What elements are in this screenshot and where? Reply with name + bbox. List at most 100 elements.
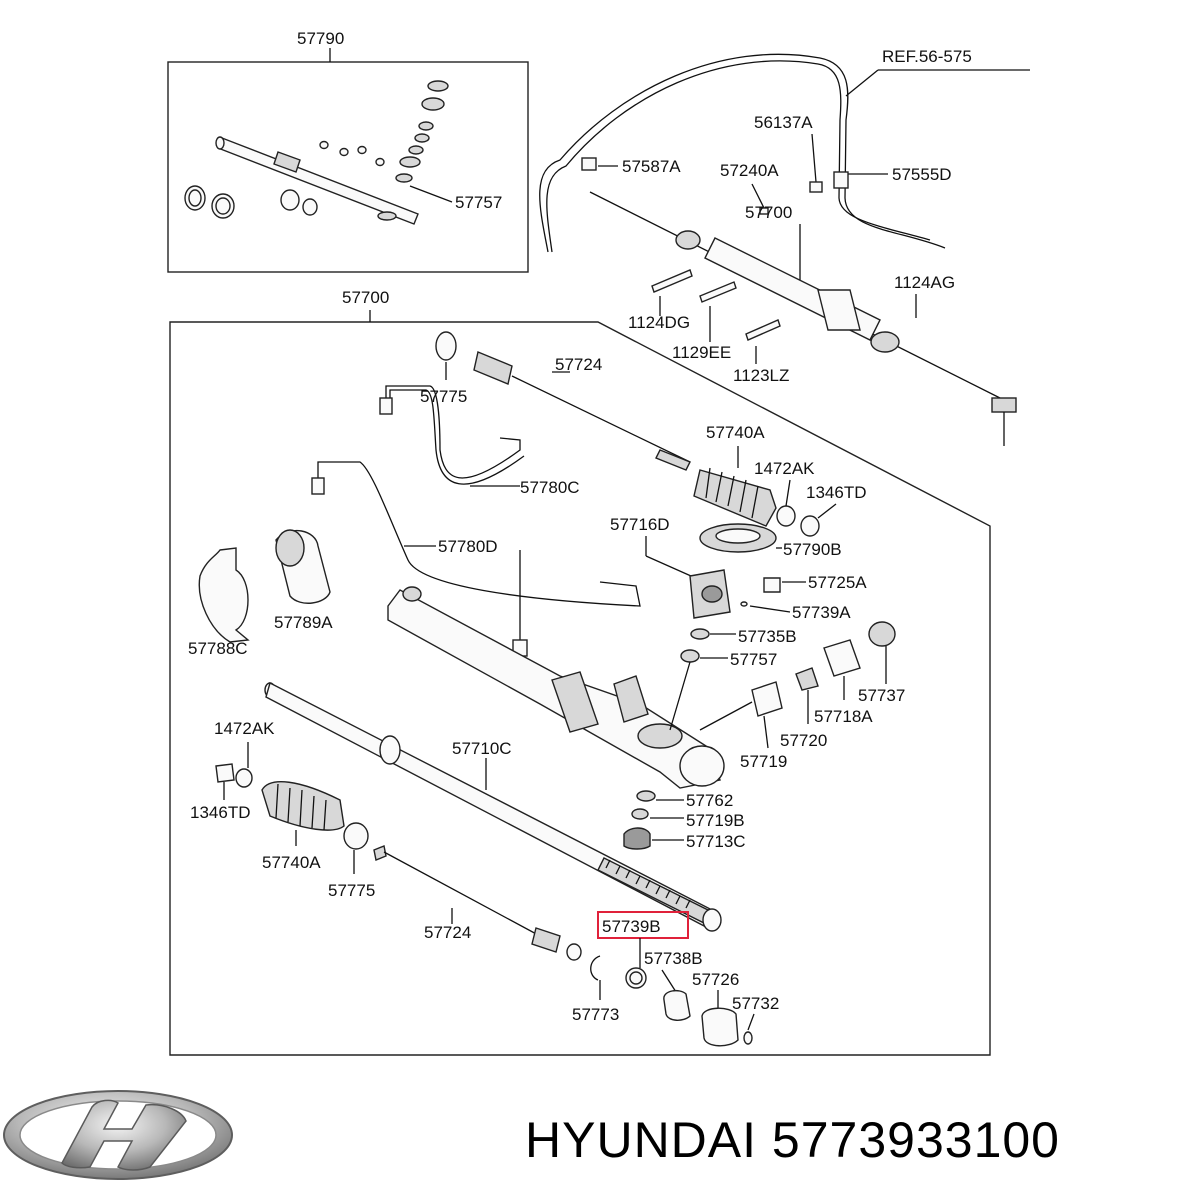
brand-part-number: HYUNDAI 5773933100	[525, 1112, 1060, 1168]
bolt-57725A	[763, 577, 781, 593]
cap-57737	[868, 621, 896, 647]
valve-rod	[215, 136, 419, 225]
label-1346TD-bot: 1346TD	[190, 803, 250, 822]
seal-kit-group: 57790	[167, 29, 529, 273]
o-ring-57732	[743, 1031, 753, 1045]
bracket-57788C	[198, 547, 250, 643]
label-57737: 57737	[858, 686, 905, 705]
label-57780C: 57780C	[520, 478, 580, 497]
seal-57719B	[631, 808, 649, 820]
valve-housing	[689, 523, 777, 619]
bellows-boot-lower	[261, 781, 345, 831]
pipe-57780D	[317, 461, 641, 607]
pipe-57780C-edge	[389, 389, 525, 485]
label-57724-top: 57724	[555, 355, 602, 374]
leader-line	[817, 503, 837, 519]
label-57719: 57719	[740, 752, 787, 771]
tie-rod-upper	[435, 331, 691, 471]
label-ref: REF.56-575	[882, 47, 972, 66]
label-57739B: 57739B	[602, 917, 661, 936]
leader-line	[409, 185, 453, 203]
label-57789A: 57789A	[274, 613, 333, 632]
bushing-57738B	[663, 989, 691, 1021]
label-57240A: 57240A	[720, 161, 779, 180]
label-1472AK-bot: 1472AK	[214, 719, 275, 738]
fitting-57587A	[581, 157, 597, 171]
label-57710C: 57710C	[452, 739, 512, 758]
label-57700-main: 57700	[342, 288, 389, 307]
label-57740A-top: 57740A	[706, 423, 765, 442]
label-57725A: 57725A	[808, 573, 867, 592]
spring-57720	[795, 667, 819, 691]
label-57732: 57732	[732, 994, 779, 1013]
label-57780D: 57780D	[438, 537, 498, 556]
label-57716D: 57716D	[610, 515, 670, 534]
rack-body-top	[589, 191, 1017, 446]
yoke-57719	[751, 681, 783, 717]
leader-line	[699, 701, 753, 731]
clamp-57775	[343, 822, 369, 850]
label-57740A-bot: 57740A	[262, 853, 321, 872]
rack-housing	[387, 586, 725, 789]
label-57757-kit: 57757	[455, 193, 502, 212]
label-57587A: 57587A	[622, 157, 681, 176]
label-57762: 57762	[686, 791, 733, 810]
leader-line	[811, 133, 817, 183]
label-1123LZ: 1123LZ	[733, 366, 789, 385]
fitting-57555D	[833, 171, 849, 189]
plug-57713C	[623, 827, 651, 850]
tie-rod-lower	[373, 845, 582, 961]
label-57757: 57757	[730, 650, 777, 669]
seal-57762	[636, 790, 656, 802]
label-57719B: 57719B	[686, 811, 745, 830]
clip-1472AK	[235, 768, 253, 788]
seal-kit-frame	[167, 61, 529, 273]
pipe-57780C	[385, 385, 521, 479]
bushing-57726	[701, 1007, 739, 1047]
label-1472AK-top: 1472AK	[754, 459, 815, 478]
leader-line	[669, 661, 691, 731]
label-57738B: 57738B	[644, 949, 703, 968]
bushing-57789A	[275, 529, 331, 604]
bellows-boot-upper	[693, 467, 820, 537]
pressure-hose	[539, 53, 946, 253]
leader-line	[747, 1013, 755, 1031]
pipe-fitting	[379, 397, 393, 415]
pin-57739A	[740, 601, 748, 607]
hyundai-logo-icon	[3, 1090, 233, 1180]
seal-57757	[680, 649, 700, 663]
mount-bolts	[651, 269, 781, 341]
snap-ring-57773	[590, 955, 601, 981]
fitting-57240A	[759, 207, 769, 215]
label-1124DG: 1124DG	[628, 313, 690, 332]
label-57720: 57720	[780, 731, 827, 750]
label-57726: 57726	[692, 970, 739, 989]
fitting-56137A	[809, 181, 823, 193]
label-57724-bot: 57724	[424, 923, 471, 942]
label-57713C: 57713C	[686, 832, 746, 851]
exploded-view: 57700 57775 57724 57740A 1472AK	[169, 288, 991, 1056]
label-57555D: 57555D	[892, 165, 952, 184]
label-57790: 57790	[297, 29, 344, 48]
label-57739A: 57739A	[792, 603, 851, 622]
assembly-overview: REF.56-575 57587A 56137A 57240A 57555D 5…	[539, 47, 1030, 446]
label-57718A: 57718A	[814, 707, 873, 726]
leader-line	[751, 183, 765, 209]
o-ring-set	[319, 140, 385, 167]
leader-line	[763, 715, 769, 749]
label-1129EE: 1129EE	[672, 343, 731, 362]
exploded-view-frame	[169, 321, 991, 1056]
seal-stack	[377, 80, 449, 221]
label-57775-bot: 57775	[328, 881, 375, 900]
leader-line	[785, 479, 791, 507]
label-56137A: 56137A	[754, 113, 813, 132]
rack-bar	[264, 681, 722, 932]
leader-line	[749, 605, 791, 613]
label-57788C: 57788C	[188, 639, 248, 658]
pressure-hose-inner	[546, 60, 931, 253]
label-57790B: 57790B	[783, 540, 842, 559]
yoke-plug-57718A	[823, 639, 861, 677]
seal-57735B	[690, 628, 710, 640]
label-1124AG: 1124AG	[894, 273, 955, 292]
